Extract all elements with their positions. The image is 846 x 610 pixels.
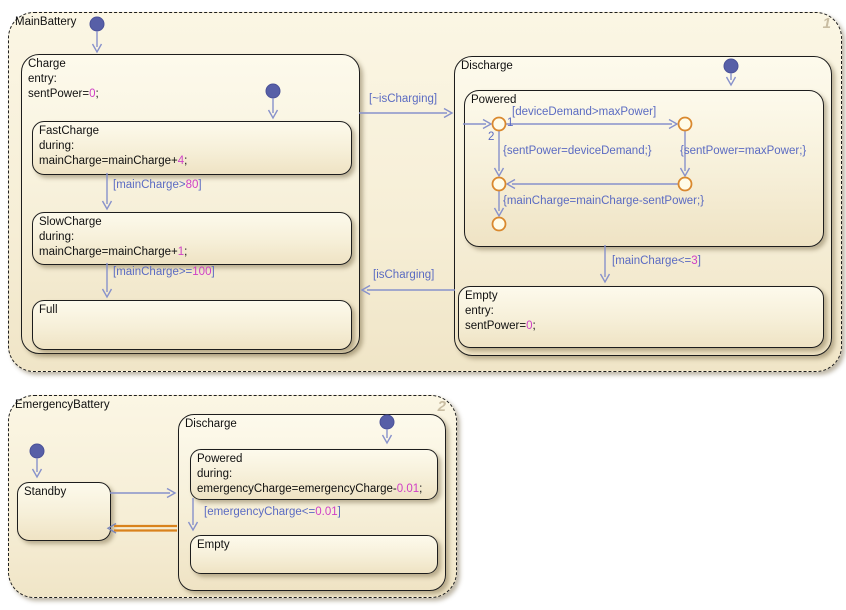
transition-label-devicedemand-gt-maxpower[interactable]: [deviceDemand>maxPower]	[512, 106, 657, 118]
charge-entry-label: entry:	[28, 73, 57, 85]
state-discharge-main[interactable]: Discharge Powered Empty entry: sentPower…	[454, 56, 832, 356]
transition-label-not-ischarging[interactable]: [~isCharging]	[369, 93, 438, 105]
empty-entry-label: entry:	[465, 305, 494, 317]
state-empty-main-text: Empty entry: sentPower=0;	[465, 289, 536, 334]
state-discharge-emergency[interactable]: Discharge Powered during: emergencyCharg…	[178, 414, 446, 591]
transition-label-maincharge-le-3[interactable]: [mainCharge<=3]	[612, 255, 701, 267]
state-title-discharge-main: Discharge	[461, 60, 513, 72]
state-title-standby: Standby	[24, 486, 67, 498]
state-fastcharge-text: FastCharge during: mainCharge=mainCharge…	[39, 124, 187, 169]
eb-powered-during-action: emergencyCharge=emergencyCharge-0.01;	[197, 483, 423, 495]
execution-order-badge-2: 2	[437, 398, 446, 415]
state-title-mainbattery: MainBattery	[15, 16, 77, 28]
transition-label-maincharge-gt-80[interactable]: [mainCharge>80]	[113, 179, 202, 191]
transition-label-sentpower-devicedemand[interactable]: {sentPower=deviceDemand;}	[503, 145, 652, 157]
state-charge[interactable]: Charge entry: sentPower=0; FastCharge du…	[21, 54, 360, 354]
state-title-powered-main: Powered	[471, 94, 517, 106]
slowcharge-during-label: during:	[39, 231, 75, 243]
state-powered-emergency-text: Powered during: emergencyCharge=emergenc…	[197, 452, 422, 497]
transition-order-label-2: 2	[488, 131, 495, 143]
state-standby[interactable]: Standby	[17, 482, 111, 541]
state-empty-main[interactable]: Empty entry: sentPower=0;	[458, 286, 824, 348]
transition-label-maincharge-ge-100[interactable]: [mainCharge>=100]	[113, 266, 215, 278]
state-powered-main[interactable]: Powered	[464, 90, 824, 247]
state-fastcharge[interactable]: FastCharge during: mainCharge=mainCharge…	[32, 121, 352, 175]
state-title-discharge-emergency: Discharge	[185, 418, 237, 430]
slowcharge-during-action: mainCharge=mainCharge+1;	[39, 246, 188, 258]
empty-entry-action: sentPower=0;	[465, 320, 536, 332]
state-title-empty-emergency: Empty	[197, 539, 230, 551]
state-title-charge: Charge	[28, 58, 66, 70]
eb-powered-during-label: during:	[197, 468, 233, 480]
state-full[interactable]: Full	[32, 300, 352, 350]
transition-label-emergencycharge-le-001[interactable]: [emergencyCharge<=0.01]	[204, 506, 341, 518]
state-powered-emergency[interactable]: Powered during: emergencyCharge=emergenc…	[190, 449, 438, 500]
state-title-empty-main: Empty	[465, 290, 498, 302]
transition-label-maincharge-minus-sentpower[interactable]: {mainCharge=mainCharge-sentPower;}	[503, 195, 705, 207]
transition-order-label-1: 1	[507, 117, 514, 129]
state-slowcharge[interactable]: SlowCharge during: mainCharge=mainCharge…	[32, 212, 352, 265]
state-title-slowcharge: SlowCharge	[39, 216, 102, 228]
state-title-full: Full	[39, 304, 58, 316]
state-title-emergencybattery: EmergencyBattery	[15, 399, 110, 411]
state-mainbattery[interactable]: MainBattery 1 Charge entry: sentPower=0;…	[8, 12, 842, 372]
transition-label-ischarging[interactable]: [isCharging]	[373, 269, 435, 281]
execution-order-badge-1: 1	[822, 15, 831, 32]
transition-label-sentpower-maxpower[interactable]: {sentPower=maxPower;}	[680, 145, 807, 157]
fastcharge-during-label: during:	[39, 140, 75, 152]
state-charge-text: Charge entry: sentPower=0;	[28, 57, 99, 102]
state-empty-emergency[interactable]: Empty	[190, 535, 438, 574]
state-emergencybattery[interactable]: EmergencyBattery 2 Standby Discharge Pow…	[8, 395, 457, 598]
state-full-text: Full	[39, 303, 58, 318]
state-title-fastcharge: FastCharge	[39, 125, 100, 137]
charge-entry-action: sentPower=0;	[28, 88, 99, 100]
fastcharge-during-action: mainCharge=mainCharge+4;	[39, 155, 188, 167]
state-title-powered-emergency: Powered	[197, 453, 243, 465]
state-slowcharge-text: SlowCharge during: mainCharge=mainCharge…	[39, 215, 187, 260]
